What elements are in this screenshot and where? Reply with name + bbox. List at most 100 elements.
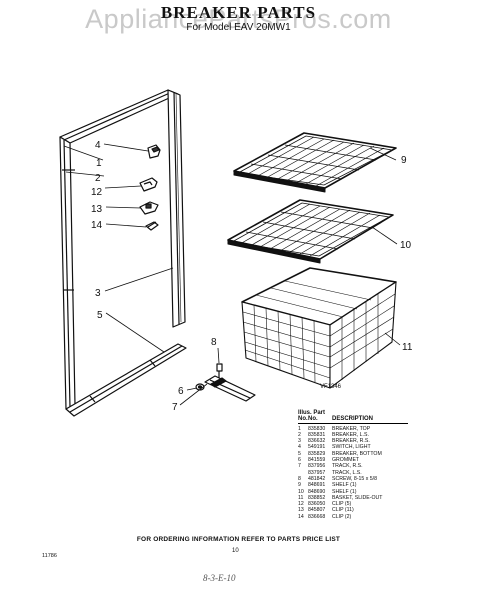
part-description: CLIP (11)	[332, 507, 354, 514]
part-no: 835830	[308, 425, 326, 432]
clip-13	[139, 201, 159, 215]
clip-12	[139, 177, 158, 192]
part-description: GROMMET	[332, 457, 360, 464]
illus-no: 3	[298, 438, 301, 445]
illus-no: 13	[298, 507, 304, 514]
table-header-line1: Illus. Part	[298, 410, 326, 416]
callout-12: 12	[91, 187, 103, 198]
callout-4: 4	[95, 140, 101, 151]
leader-lines	[63, 143, 401, 406]
illus-no: 10	[298, 488, 304, 495]
table-row: 6 841559 GROMMET	[298, 457, 408, 463]
table-row: 2 835831 BREAKER, L.S.	[298, 432, 408, 438]
part-description: BASKET, SLIDE-OUT	[332, 494, 383, 501]
part-no: 837957	[308, 469, 326, 476]
table-header-line2: No. No. DESCRIPTION	[298, 416, 408, 424]
part-no: 837956	[308, 463, 326, 470]
watermark: AppliancePartsPros.com	[85, 4, 392, 34]
illus-no: 11	[298, 494, 304, 501]
breaker-left-side	[59, 136, 76, 410]
wire-shelf-9	[233, 132, 397, 193]
figure-code: VF1346	[320, 384, 342, 390]
part-description: SHELF (1)	[332, 488, 357, 495]
page-number: 10	[232, 548, 239, 554]
breaker-bottom	[65, 343, 187, 417]
part-description: BREAKER, TOP	[332, 425, 371, 432]
part-no: 836632	[308, 438, 326, 445]
table-row: 3 836632 BREAKER, R.S.	[298, 438, 408, 444]
callout-11: 11	[402, 342, 413, 353]
header-part-no: No.	[308, 416, 318, 423]
callout-6: 6	[178, 386, 184, 397]
table-row: 13 845807 CLIP (11)	[298, 507, 408, 513]
part-description: SHELF (1)	[332, 482, 357, 489]
table-row: 8 481842 SCREW, 8-15 x 5/8	[298, 476, 408, 482]
callout-13: 13	[91, 204, 103, 215]
callout-7: 7	[172, 402, 178, 413]
illus-no: 4	[298, 444, 301, 451]
callout-3: 3	[95, 288, 101, 299]
part-no: 841559	[308, 457, 326, 464]
header-description: DESCRIPTION	[332, 416, 374, 423]
table-row: 9 848691 SHELF (1)	[298, 482, 408, 488]
part-description: CLIP (2)	[332, 513, 352, 520]
table-row: 12 836050 CLIP (5)	[298, 501, 408, 507]
header-illus-no: No.	[298, 416, 308, 423]
illus-no: 1	[298, 425, 301, 432]
part-no: 845807	[308, 507, 326, 514]
table-row: 14 836668 CLIP (2)	[298, 514, 408, 520]
table-row: 10 848690 SHELF (1)	[298, 489, 408, 495]
part-description: CLIP (5)	[332, 501, 352, 508]
part-no: 838852	[308, 494, 326, 501]
part-description: SCREW, 8-15 x 5/8	[332, 475, 377, 482]
illus-no: 8	[298, 475, 301, 482]
handwritten-note: 8-3-E-10	[203, 573, 236, 583]
model-subtitle: For Model EAV 20MW1	[186, 22, 291, 33]
illus-no: 2	[298, 431, 301, 438]
part-no: 835829	[308, 450, 326, 457]
table-row: 11 838852 BASKET, SLIDE-OUT	[298, 495, 408, 501]
page-title: BREAKER PARTS	[160, 3, 317, 22]
ordering-note: FOR ORDERING INFORMATION REFER TO PARTS …	[136, 536, 341, 543]
document-code: 11786	[42, 553, 57, 559]
part-description: TRACK, L.S.	[332, 469, 362, 476]
part-description: BREAKER, BOTTOM	[332, 450, 382, 457]
breaker-right-side	[167, 89, 186, 328]
part-description: BREAKER, L.S.	[332, 431, 369, 438]
part-no: 848691	[308, 482, 326, 489]
callout-8: 8	[211, 337, 217, 348]
table-row: 1 835830 BREAKER, TOP	[298, 426, 408, 432]
illus-no: 9	[298, 482, 301, 489]
clip-14	[145, 221, 159, 231]
illus-no: 7	[298, 463, 301, 470]
wire-shelf-10	[227, 199, 394, 264]
part-no: 835831	[308, 431, 326, 438]
callout-14: 14	[91, 220, 103, 231]
slide-out-basket	[241, 267, 397, 389]
illus-no: 6	[298, 457, 301, 464]
illus-no: 12	[298, 501, 304, 508]
grommet	[195, 383, 205, 391]
part-no: 848690	[308, 488, 326, 495]
part-no: 549191	[308, 444, 326, 451]
light-switch	[147, 144, 161, 159]
breaker-top	[59, 89, 179, 144]
part-description: BREAKER, R.S.	[332, 438, 370, 445]
table-row: 837957 TRACK, L.S.	[298, 470, 408, 476]
part-no: 836050	[308, 501, 326, 508]
callout-10: 10	[400, 240, 412, 251]
part-description: TRACK, R.S.	[332, 463, 363, 470]
part-no: 481842	[308, 475, 326, 482]
callout-9: 9	[401, 155, 407, 166]
table-row: 5 835829 BREAKER, BOTTOM	[298, 451, 408, 457]
illus-no: 5	[298, 450, 301, 457]
part-no: 836668	[308, 513, 326, 520]
illus-no: 14	[298, 513, 304, 520]
track	[204, 375, 256, 402]
callout-1: 1	[96, 158, 102, 169]
